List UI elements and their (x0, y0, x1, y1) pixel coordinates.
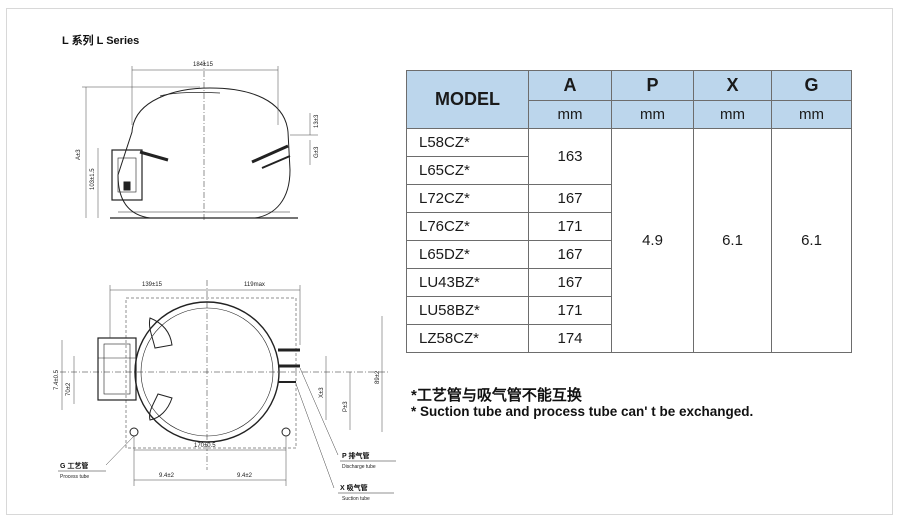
a-value-cell: 171 (528, 212, 612, 241)
left-spacing: 9.4±2 (159, 473, 175, 479)
side-dim-2: 70±2 (66, 382, 72, 396)
terminal-box-top-inner (103, 343, 131, 395)
unit-x: mm (693, 100, 772, 129)
right-dim-1: 13±3 (314, 114, 320, 128)
process-leader (105, 435, 135, 466)
header-a: A (528, 70, 612, 101)
foot-bottom-left (149, 393, 173, 421)
right-dim: 119max (244, 282, 265, 288)
a-value-cell: 167 (528, 184, 612, 213)
suction-tube (261, 155, 291, 169)
p-value-cell: 4.9 (611, 128, 694, 353)
mount-hole-left (129, 427, 139, 437)
model-cell: L58CZ* (406, 128, 529, 157)
right-side-3: 89±2 (375, 370, 381, 384)
model-cell: L65DZ* (406, 240, 529, 269)
a-value-cell: 171 (528, 296, 612, 325)
discharge-leader (299, 367, 339, 456)
terminal-box-inner (117, 157, 137, 193)
header-model: MODEL (406, 70, 529, 129)
a-value-cell: 163 (528, 128, 612, 185)
x-value-cell: 6.1 (693, 128, 772, 353)
left-dim: 139±15 (142, 282, 163, 288)
note-english: * Suction tube and process tube can' t b… (411, 404, 754, 419)
side-view (110, 60, 298, 220)
unit-g: mm (771, 100, 852, 129)
table-row: LU58BZ* 171 (406, 296, 852, 325)
discharge-tube (251, 144, 289, 164)
a-value-cell: 167 (528, 268, 612, 297)
right-spacing: 9.4±2 (237, 473, 253, 479)
terminal-box (111, 149, 143, 201)
width-dim: 184±15 (193, 62, 214, 68)
unit-p: mm (611, 100, 694, 129)
page-frame (6, 8, 893, 515)
table-row: L76CZ* 171 (406, 212, 852, 241)
table-row: L58CZ* 163 4.9 6.1 6.1 (406, 128, 852, 353)
model-cell: LU58BZ* (406, 296, 529, 325)
model-cell: LU43BZ* (406, 268, 529, 297)
side-view-dims (82, 66, 318, 218)
header-x: X (693, 70, 772, 101)
base-dim: 170±0.5 (194, 443, 216, 449)
model-cell: L65CZ* (406, 156, 529, 185)
terminal-box-top (97, 337, 137, 401)
table-row: L65DZ* 167 (406, 240, 852, 269)
height-mid-dim: 103±1.5 (90, 168, 96, 190)
process-tube-label-en: Process tube (60, 474, 89, 480)
a-value-cell: 167 (528, 240, 612, 269)
suction-tube-label-en: Suction tube (342, 496, 370, 502)
process-tube (139, 150, 169, 162)
table-row: L72CZ* 167 (406, 184, 852, 213)
model-cell: LZ58CZ* (406, 324, 529, 353)
side-dim-1: 7.4±0.5 (54, 369, 60, 390)
series-title: L 系列 L Series (62, 35, 140, 47)
note-chinese: *工艺管与吸气管不能互换 (411, 387, 582, 404)
base-outline (125, 297, 297, 449)
height-total-dim: A±3 (76, 149, 82, 160)
discharge-tube-label-en: Discharge tube (342, 464, 376, 470)
model-cell: L72CZ* (406, 184, 529, 213)
suction-tube-label-cn: X 吸气管 (340, 483, 368, 492)
top-view-dims (61, 285, 383, 489)
g-value-cell: 6.1 (771, 128, 852, 353)
suction-leader (295, 383, 335, 489)
unit-a: mm (528, 100, 612, 129)
table-row: LU43BZ* 167 (406, 268, 852, 297)
top-view (60, 280, 390, 470)
table-row: L65CZ* (406, 156, 852, 185)
process-tube-label-cn: G 工艺管 (60, 461, 88, 470)
discharge-tube-label-cn: P 排气管 (342, 451, 370, 460)
mount-hole-right (281, 427, 291, 437)
model-cell: L76CZ* (406, 212, 529, 241)
a-value-cell: 174 (528, 324, 612, 353)
foot-top-left (149, 317, 173, 349)
spec-table: MODEL A P X G mm mm mm mm L58CZ* 163 4.9… (406, 70, 852, 353)
header-p: P (611, 70, 694, 101)
terminal-pin (123, 181, 131, 191)
right-side-1: X±3 (319, 387, 325, 398)
right-side-2: P±3 (343, 401, 349, 412)
right-dim-2: G±3 (314, 146, 320, 158)
table-row: LZ58CZ* 174 (406, 324, 852, 353)
shell-outline (117, 87, 291, 219)
header-g: G (771, 70, 852, 101)
shell-highlight (159, 92, 221, 97)
